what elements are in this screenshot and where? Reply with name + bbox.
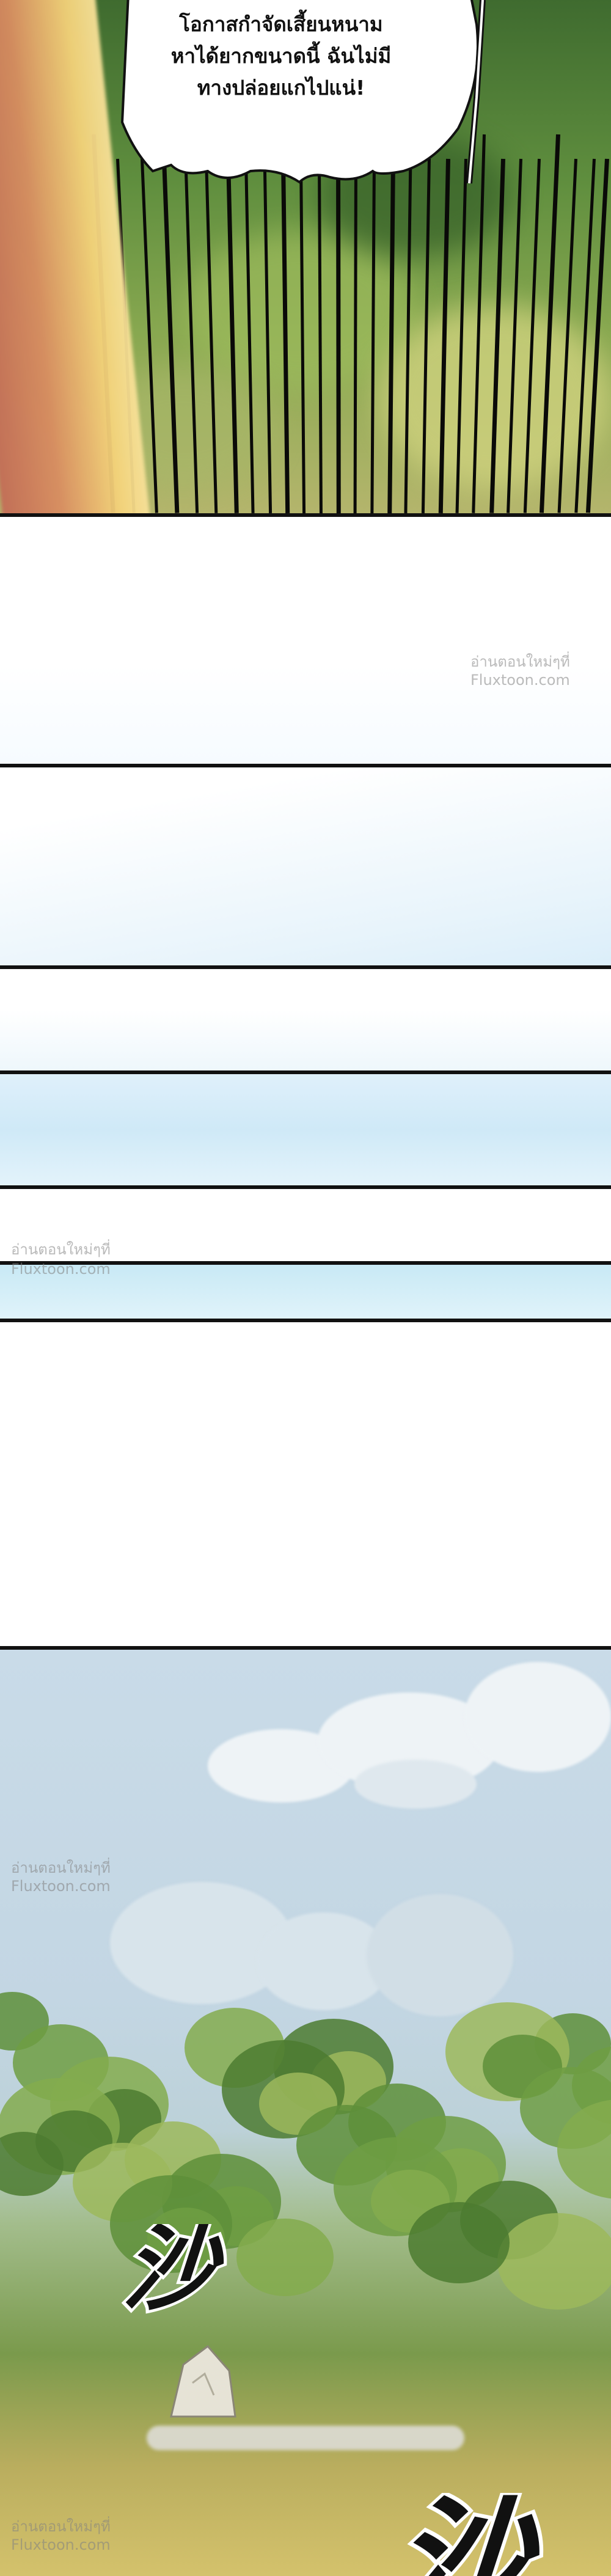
- sky-panel: [0, 969, 611, 1070]
- watermark: อ่านตอนใหม่ๆที่ Fluxtoon.com: [11, 1859, 111, 1895]
- forest-landscape-panel: อ่านตอนใหม่ๆที่ Fluxtoon.com อ่านตอนใหม่…: [0, 1650, 611, 2576]
- svg-text:沙: 沙: [391, 2493, 565, 2576]
- watermark: อ่านตอนใหม่ๆที่ Fluxtoon.com: [11, 2517, 111, 2554]
- watermark-site: Fluxtoon.com: [11, 1261, 111, 1278]
- speech-line: โอกาสกำจัดเสี้ยนหนาม: [179, 12, 383, 36]
- panel-divider: [0, 1261, 611, 1265]
- panel-divider: [0, 965, 611, 969]
- panel-divider: [0, 513, 611, 517]
- watermark: Fluxtoon.com: [11, 1260, 111, 1278]
- sound-effect: 沙: [116, 2224, 244, 2316]
- panel-divider: [0, 1319, 611, 1322]
- tree-canopy: [497, 2213, 611, 2310]
- watermark-line: อ่านตอนใหม่ๆที่: [11, 2518, 111, 2535]
- watermark-site: Fluxtoon.com: [11, 1878, 111, 1895]
- tree-canopy: [147, 2208, 225, 2270]
- blank-panel: อ่านตอนใหม่ๆที่: [0, 1189, 611, 1261]
- speech-bubble: [120, 0, 479, 184]
- watermark-line: อ่านตอนใหม่ๆที่: [11, 1859, 111, 1876]
- svg-text:沙: 沙: [116, 2224, 241, 2316]
- speech-text: โอกาสกำจัดเสี้ยนหนาม หาได้ยากขนาดนี้ ฉัน…: [122, 9, 440, 104]
- tree-canopy: [236, 2219, 334, 2297]
- bamboo-forest-panel: โอกาสกำจัดเสี้ยนหนาม หาได้ยากขนาดนี้ ฉัน…: [0, 0, 611, 513]
- panel-divider: [0, 1070, 611, 1074]
- speech-line: หาได้ยากขนาดนี้ ฉันไม่มี: [170, 44, 392, 68]
- bamboo-line: [353, 158, 357, 513]
- watermark: อ่านตอนใหม่ๆที่ Fluxtoon.com: [470, 653, 570, 689]
- sky-panel: [0, 1074, 611, 1185]
- watermark-site: Fluxtoon.com: [470, 671, 570, 689]
- watermark-site: Fluxtoon.com: [11, 2536, 111, 2553]
- watermark: อ่านตอนใหม่ๆที่: [11, 1240, 111, 1259]
- blank-panel: อ่านตอนใหม่ๆที่ Fluxtoon.com: [0, 517, 611, 764]
- tree-canopy: [0, 2132, 64, 2196]
- panel-divider: [0, 1646, 611, 1650]
- rock: [170, 2344, 236, 2418]
- sky-panel: [0, 1265, 611, 1319]
- sound-effect: 沙: [391, 2493, 568, 2576]
- speech-line: ทางปล่อยแกไปแน่!: [197, 76, 365, 100]
- blank-panel: [0, 1322, 611, 1646]
- tree-canopy: [408, 2202, 510, 2283]
- watermark-line: อ่านตอนใหม่ๆที่: [11, 1241, 111, 1258]
- sky-panel: [0, 767, 611, 965]
- panel-divider: [0, 764, 611, 767]
- motion-streak: [466, 0, 486, 184]
- bamboo-line: [336, 134, 341, 513]
- watermark-line: อ่านตอนใหม่ๆที่: [470, 653, 570, 670]
- panel-divider: [0, 1185, 611, 1189]
